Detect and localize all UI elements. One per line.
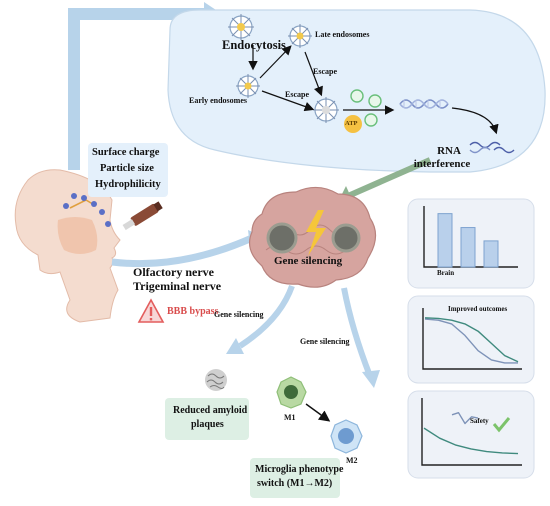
panel-outcomes-bg [407, 295, 535, 384]
warning-icon [137, 298, 165, 323]
property-surface-charge: Surface charge [92, 147, 160, 158]
brain-icon [249, 186, 377, 288]
label-olfactory-nerve: Olfactory nerve [133, 265, 214, 279]
property-hydrophilicity: Hydrophilicity [95, 179, 161, 190]
escaped-particle-icon [313, 97, 339, 123]
series-line-2 [424, 317, 519, 363]
microglia-line-2: switch (M1→M2) [257, 478, 333, 489]
label-branch-right: Gene silencing [300, 337, 350, 346]
amyloid-line-1: Reduced amyloid [173, 405, 248, 416]
label-bbb-bypass: BBB bypass [167, 306, 219, 317]
endosome-icon [288, 24, 312, 48]
panel-safety-label: Safety [470, 417, 489, 425]
sirna-icon [350, 89, 364, 103]
outcome-microglia-box: Microglia phenotype switch (M1→M2) [250, 458, 344, 498]
bar-1 [437, 213, 453, 268]
amyloid-line-2: plaques [191, 419, 224, 430]
cleaved-rna-icon [469, 141, 515, 154]
label-early-endosomes: Early endosomes [189, 96, 247, 105]
branch-arrow-right [341, 287, 373, 378]
brain-delivery-arrow [111, 234, 254, 268]
atp-icon [344, 115, 362, 133]
sirna-icon [364, 113, 378, 127]
check-icon [492, 417, 511, 433]
rna-helix-icon [399, 99, 449, 109]
nasal-spray-icon [122, 201, 163, 231]
panel-outcomes-lines [424, 317, 519, 364]
head-profile-icon [14, 169, 121, 323]
label-atp: ATP [345, 120, 358, 127]
bar-3 [483, 240, 499, 268]
panel-brain-bars [437, 213, 499, 268]
label-trigeminal-nerve: Trigeminal nerve [133, 279, 222, 293]
label-m1: M1 [284, 413, 296, 422]
pathway-arrows [248, 45, 499, 135]
label-escape-2: Escape [285, 90, 309, 99]
microglia-m2-icon [330, 419, 363, 454]
m1-m2-arrow [305, 403, 331, 422]
property-particle-size: Particle size [100, 163, 154, 174]
amyloid-plaque-icon [205, 369, 227, 391]
endosome-icon [236, 74, 260, 98]
panel-outcomes-axes [422, 308, 522, 370]
series-line-1 [424, 318, 518, 364]
rna-line-2: interference [413, 157, 471, 170]
microglia-line-1: Microglia phenotype [255, 464, 344, 475]
label-escape-1: Escape [313, 67, 337, 76]
label-endocytosis: Endocytosis [222, 38, 286, 52]
series-line-2 [451, 412, 479, 425]
panel-brain-xlabel: Brain [437, 269, 455, 277]
label-branch-left: Gene silencing [214, 310, 264, 319]
microglia-m1-icon [276, 376, 307, 409]
label-late-endosomes: Late endosomes [315, 30, 370, 39]
panel-safety-lines [423, 412, 519, 455]
sirna-icon [368, 94, 382, 108]
series-line-1 [423, 427, 519, 455]
panel-outcomes-label: Improved outcomes [448, 305, 508, 313]
label-rna-interference: RNA interference [414, 145, 471, 170]
label-m2: M2 [346, 456, 358, 465]
properties-box: Surface charge Particle size Hydrophilic… [88, 143, 168, 197]
label-brain-gene-silencing: Gene silencing [274, 255, 343, 267]
outcome-amyloid-box: Reduced amyloid plaques [165, 398, 249, 440]
panel-safety-bg [407, 390, 535, 479]
branch-arrow-left [238, 284, 295, 349]
panel-safety-axes [421, 398, 522, 466]
nanoparticle-icon [228, 14, 254, 40]
bar-2 [460, 227, 476, 268]
rna-line-1: RNA [437, 145, 461, 157]
